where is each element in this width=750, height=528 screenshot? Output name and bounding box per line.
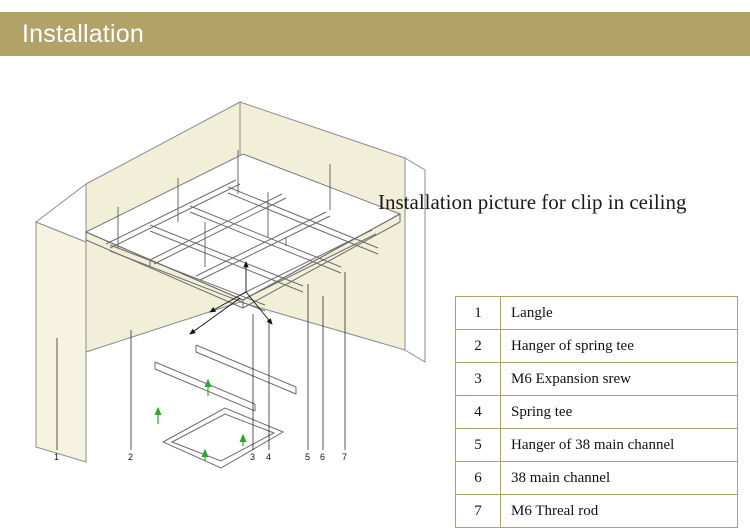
table-row: 5 Hanger of 38 main channel bbox=[455, 428, 738, 462]
page-header: Installation bbox=[0, 0, 750, 62]
legend-label: M6 Threal rod bbox=[500, 494, 738, 528]
legend-table: 1 Langle 2 Hanger of spring tee 3 M6 Exp… bbox=[455, 296, 738, 528]
main-channel-grid bbox=[105, 179, 379, 312]
diagram-caption: Installation picture for clip in ceiling bbox=[378, 190, 687, 214]
legend-number: 3 bbox=[455, 362, 501, 396]
back-wall-left bbox=[34, 182, 87, 463]
spring-tee-group bbox=[154, 344, 297, 412]
callout-6: 6 bbox=[320, 452, 326, 462]
callout-4: 4 bbox=[266, 452, 272, 462]
callout-2: 2 bbox=[128, 452, 134, 462]
callout-7: 7 bbox=[342, 452, 348, 462]
legend-label: M6 Expansion srew bbox=[500, 362, 738, 396]
legend-number: 2 bbox=[455, 329, 501, 363]
diagram-area: Installation picture for clip in ceiling… bbox=[0, 62, 750, 528]
callout-1: 1 bbox=[54, 452, 60, 462]
ceiling-isometric-drawing bbox=[34, 101, 426, 469]
callout-leader-lines bbox=[56, 272, 346, 450]
legend-label: Hanger of spring tee bbox=[500, 329, 738, 363]
table-row: 4 Spring tee bbox=[455, 395, 738, 429]
hanger-rods bbox=[117, 150, 331, 267]
legend-number: 6 bbox=[455, 461, 501, 495]
page-title: Installation bbox=[22, 20, 144, 48]
perimeter-angle-left bbox=[85, 231, 244, 309]
legend-number: 1 bbox=[455, 296, 501, 330]
legend-label: Spring tee bbox=[500, 395, 738, 429]
legend-label: 38 main channel bbox=[500, 461, 738, 495]
perimeter-angle-right bbox=[242, 213, 401, 309]
table-row: 6 38 main channel bbox=[455, 461, 738, 495]
detached-panel bbox=[161, 407, 285, 469]
table-row: 2 Hanger of spring tee bbox=[455, 329, 738, 363]
legend-number: 5 bbox=[455, 428, 501, 462]
callout-3: 3 bbox=[250, 452, 256, 462]
legend-label: Langle bbox=[500, 296, 738, 330]
panel-install-arrows bbox=[154, 378, 247, 461]
table-row: 1 Langle bbox=[455, 296, 738, 330]
callout-5: 5 bbox=[305, 452, 311, 462]
legend-label: Hanger of 38 main channel bbox=[500, 428, 738, 462]
detail-leader-arrows bbox=[189, 261, 273, 335]
header-band bbox=[0, 12, 750, 56]
legend-number: 4 bbox=[455, 395, 501, 429]
legend-number: 7 bbox=[455, 494, 501, 528]
table-row: 7 M6 Threal rod bbox=[455, 494, 738, 528]
table-row: 3 M6 Expansion srew bbox=[455, 362, 738, 396]
